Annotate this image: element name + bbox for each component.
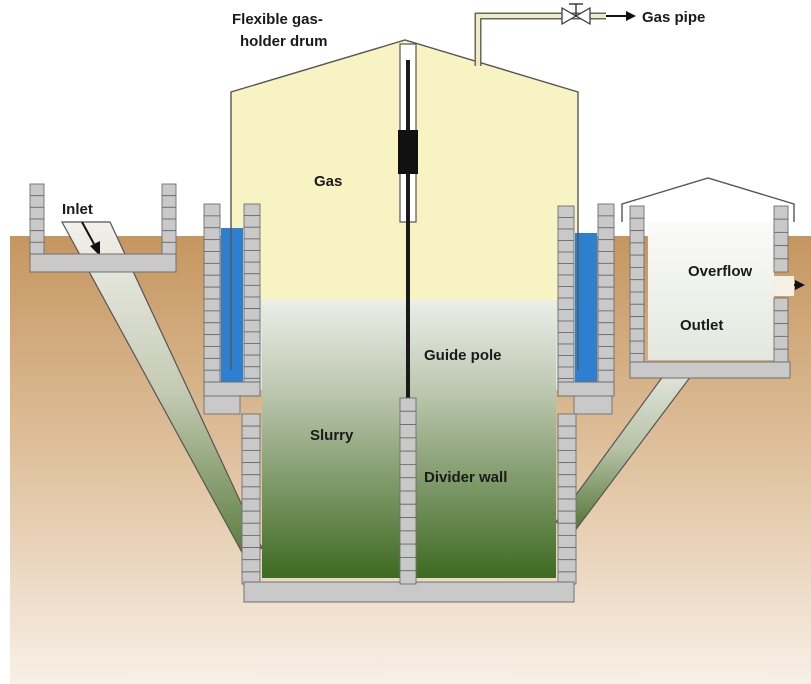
outlet-wall-right-lower: [773, 297, 789, 363]
seal-wall-right-outer: [597, 203, 615, 395]
pole-clamp: [398, 130, 418, 174]
gas-pipe-tube: [474, 12, 606, 66]
seal-wall-left-inner: [243, 203, 261, 391]
digester-wall-right-upper: [573, 395, 613, 415]
gas-pipe: [474, 3, 636, 66]
outlet-chamber-interior: [648, 222, 774, 360]
overflow-opening: [774, 276, 794, 296]
seal-floor-right: [557, 381, 615, 397]
outlet-wall-right-upper: [773, 205, 789, 273]
inlet-wall-left: [29, 183, 45, 255]
gas-label: Gas: [314, 173, 342, 190]
gas-pipe-label: Gas pipe: [642, 9, 705, 26]
divider-wall: [399, 397, 417, 585]
gas-pipe-inner: [476, 14, 606, 66]
drum-outline: [230, 39, 579, 300]
water-seal-left: [221, 228, 243, 382]
inlet-floor: [29, 253, 177, 273]
digester-wall-left-upper: [203, 395, 241, 415]
inlet-label: Inlet: [62, 201, 93, 218]
gas-flow-arrow-icon: [606, 11, 636, 21]
inlet-arrow-icon: [81, 221, 100, 256]
valve-icon: [561, 3, 591, 26]
digester-wall-left: [241, 413, 261, 585]
inlet-wall-right: [161, 183, 177, 255]
brickwork: [29, 183, 791, 603]
water-seal-right: [575, 233, 597, 383]
overflow-label: Overflow: [688, 263, 753, 280]
outlet-floor: [629, 361, 791, 379]
digester-wall-right: [557, 413, 577, 585]
gasholder-label-line1: Flexible gas-: [232, 11, 323, 28]
seal-floor-left: [203, 381, 261, 397]
seal-wall-right-inner: [557, 205, 575, 391]
divider-wall-label: Divider wall: [424, 469, 507, 486]
labels: Flexible gas- holder drum Gas pipe Gas I…: [62, 9, 753, 486]
seal-wall-left-outer: [203, 203, 221, 395]
gasholder-label-line2: holder drum: [240, 33, 328, 50]
digester-floor: [243, 581, 575, 603]
outlet-label: Outlet: [680, 317, 723, 334]
guide-pole-label: Guide pole: [424, 347, 502, 364]
outlet-wall-left: [629, 205, 645, 379]
guide-pole: [398, 43, 418, 400]
slurry-label: Slurry: [310, 427, 354, 444]
outlet-roof: [621, 177, 795, 222]
